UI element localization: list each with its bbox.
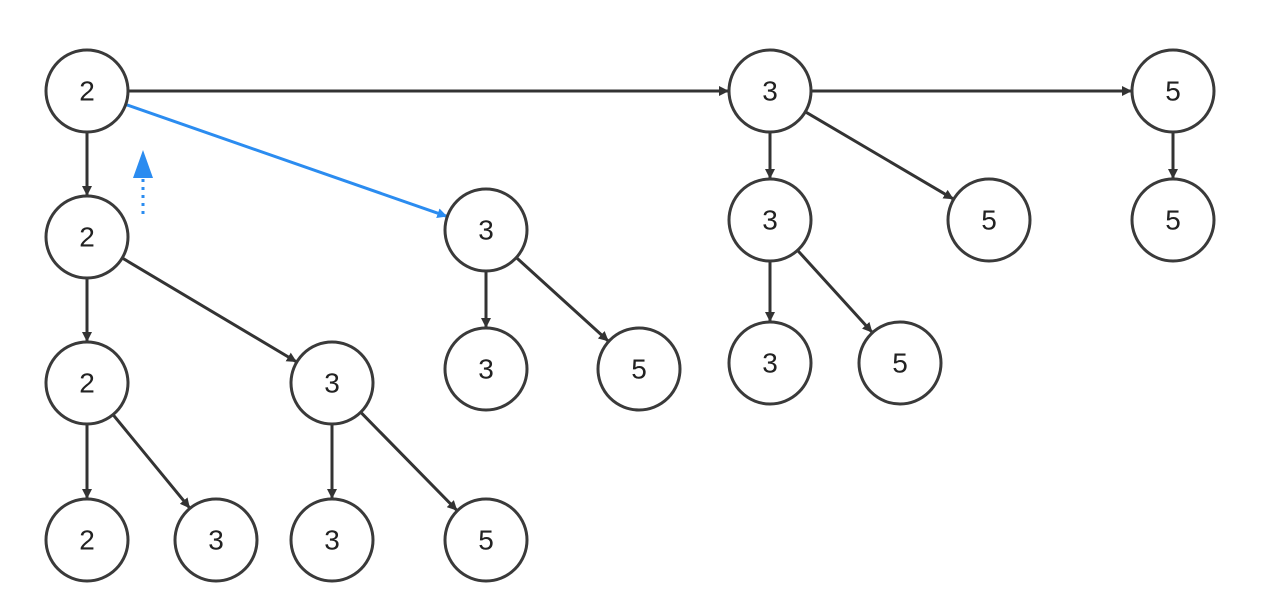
tree-edge (797, 250, 873, 333)
tree-node-circle (44, 340, 130, 426)
tree-node-circle (44, 497, 130, 583)
tree-node: 3 (727, 177, 813, 263)
tree-node-label: 5 (631, 354, 647, 385)
tree-node-label: 3 (762, 348, 778, 379)
tree-node-label: 2 (79, 525, 95, 556)
tree-node: 3 (173, 497, 259, 583)
tree-node-circle (727, 177, 813, 263)
highlighted-edge (126, 103, 448, 218)
tree-node-circle (44, 48, 130, 134)
tree-node-label: 3 (324, 525, 340, 556)
tree-node-label: 2 (79, 222, 95, 253)
tree-node: 5 (1130, 48, 1216, 134)
tree-node: 2 (44, 340, 130, 426)
tree-node: 3 (443, 187, 529, 273)
tree-node-label: 3 (208, 525, 224, 556)
tree-edge (122, 257, 297, 363)
tree-node-circle (443, 326, 529, 412)
nodes-layer: 2 3 5 2 3 3 5 5 3 5 3 5 2 3 2 3 3 5 (44, 48, 1216, 583)
tree-node-circle (1130, 48, 1216, 134)
tree-node-label: 2 (79, 76, 95, 107)
tree-node-label: 5 (892, 348, 908, 379)
tree-edge (805, 111, 954, 200)
tree-node: 3 (289, 497, 375, 583)
tree-node: 3 (727, 48, 813, 134)
tree-node-circle (857, 320, 943, 406)
tree-node-circle (289, 497, 375, 583)
tree-node-circle (596, 326, 682, 412)
tree-node-circle (946, 177, 1032, 263)
tree-node: 5 (596, 326, 682, 412)
edges-layer (82, 86, 1178, 512)
tree-node: 5 (857, 320, 943, 406)
tree-node-circle (727, 48, 813, 134)
tree-edge (112, 414, 191, 509)
tree-node: 3 (443, 326, 529, 412)
tree-node-circle (1130, 177, 1216, 263)
tree-node-label: 3 (478, 215, 494, 246)
tree-edge (360, 411, 458, 512)
tree-node: 5 (443, 497, 529, 583)
tree-node-label: 2 (79, 368, 95, 399)
tree-node-circle (727, 320, 813, 406)
tree-node: 5 (946, 177, 1032, 263)
tree-node-circle (289, 340, 375, 426)
tree-node-label: 5 (1165, 76, 1181, 107)
tree-node: 3 (289, 340, 375, 426)
tree-node: 2 (44, 48, 130, 134)
tree-node-label: 3 (762, 76, 778, 107)
tree-node-label: 5 (981, 205, 997, 236)
tree-node-label: 3 (324, 368, 340, 399)
tree-node-circle (173, 497, 259, 583)
tree-node: 2 (44, 194, 130, 280)
pointer-arrow-icon (133, 150, 153, 178)
tree-node-circle (443, 497, 529, 583)
tree-node-circle (44, 194, 130, 280)
tree-node: 2 (44, 497, 130, 583)
tree-node: 3 (727, 320, 813, 406)
tree-node-circle (443, 187, 529, 273)
tree-node-label: 5 (478, 525, 494, 556)
tree-node-label: 5 (1165, 205, 1181, 236)
tree-node-label: 3 (762, 205, 778, 236)
tree-edge (516, 257, 609, 342)
pointer-layer (133, 150, 153, 214)
tree-node: 5 (1130, 177, 1216, 263)
tree-node-label: 3 (478, 354, 494, 385)
